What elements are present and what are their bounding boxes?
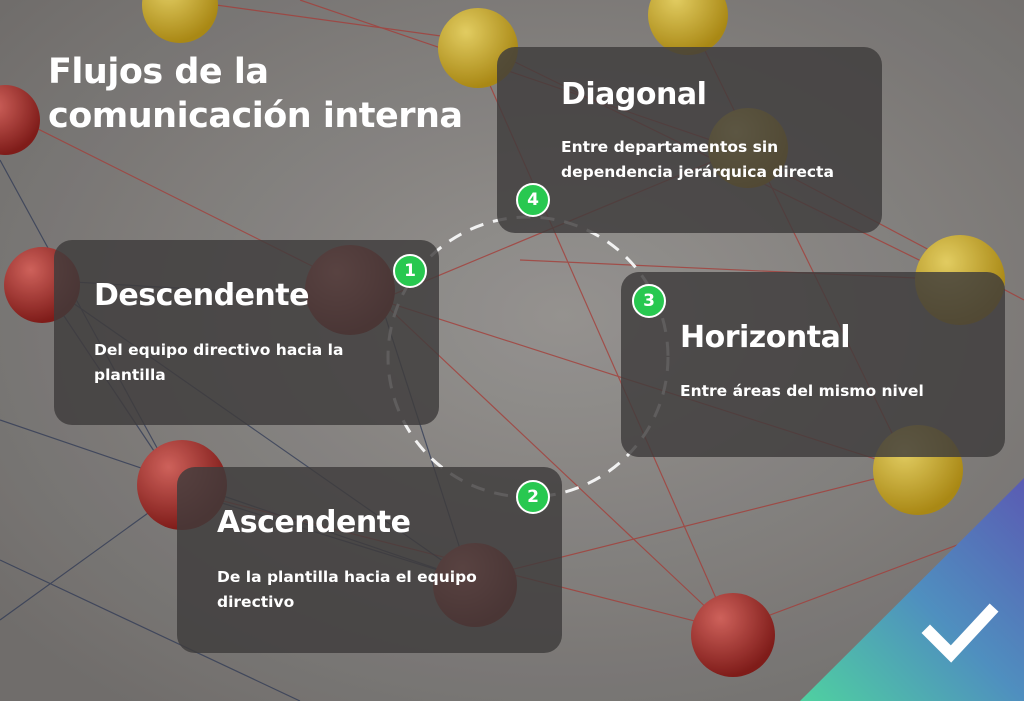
- flow-card-heading: Ascendente: [217, 505, 411, 540]
- flow-card-text: Del equipo directivo hacia la plantilla: [94, 341, 344, 384]
- flow-card-heading: Diagonal: [561, 77, 707, 112]
- flow-card-horizontal: Horizontal Entre áreas del mismo nivel: [621, 272, 1005, 457]
- step-badge-4: 4: [516, 183, 550, 217]
- flow-card-descendente: Descendente Del equipo directivo hacia l…: [54, 240, 439, 425]
- step-badge-2: 2: [516, 480, 550, 514]
- flow-card-ascendente: Ascendente De la plantilla hacia el equi…: [177, 467, 562, 653]
- page-title-line-1: Flujos de la: [48, 52, 269, 92]
- flow-card-text: Entre áreas del mismo nivel: [680, 382, 924, 400]
- step-badge-3: 3: [632, 284, 666, 318]
- flow-card-text: Entre departamentos sin dependencia jerá…: [561, 138, 834, 181]
- step-badge-1: 1: [393, 254, 427, 288]
- page-title-line-2: comunicación interna: [48, 96, 463, 136]
- flow-card-heading: Descendente: [94, 278, 309, 313]
- flow-card-heading: Horizontal: [680, 320, 851, 355]
- page-title: Flujos de la comunicación interna: [48, 50, 463, 138]
- flow-card-text: De la plantilla hacia el equipo directiv…: [217, 568, 477, 611]
- flow-card-diagonal: Diagonal Entre departamentos sin depende…: [497, 47, 882, 233]
